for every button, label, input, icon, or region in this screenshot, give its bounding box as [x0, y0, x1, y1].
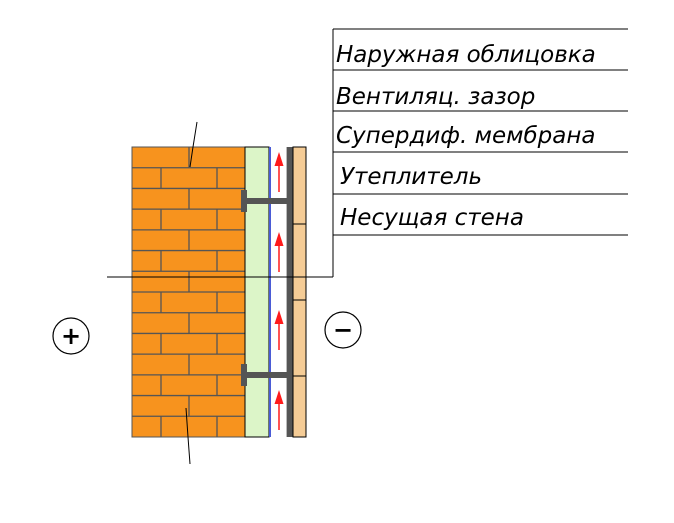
up-arrow-icon: [274, 152, 284, 192]
up-arrow-icon: [274, 232, 284, 272]
bracket-arm: [245, 372, 287, 378]
minus-icon: −: [333, 316, 353, 344]
plus-icon: +: [61, 322, 81, 350]
insulation-layer: [244, 146, 270, 438]
label-load-bearing-wall: Несущая стена: [340, 205, 524, 231]
wall-bracket-upper: [241, 190, 287, 212]
break-line-bottom: [185, 407, 191, 465]
cladding-panel: [292, 146, 307, 438]
minus-circle: [324, 311, 362, 349]
inside-plus-sign: +: [52, 317, 90, 355]
bracket-anchor-plate: [241, 364, 247, 386]
vertical-guide-rail: [287, 147, 293, 437]
up-arrow-icon: [274, 310, 284, 350]
bracket-anchor-plate: [241, 190, 247, 212]
facade-cladding: [292, 146, 307, 438]
plus-circle: [52, 317, 90, 355]
mortar-joints: [132, 147, 245, 437]
label-membrane: Супердиф. мембрана: [336, 123, 595, 149]
break-line-top: [189, 121, 198, 168]
up-arrow-icon: [274, 390, 284, 430]
wall-bracket-lower: [241, 364, 287, 386]
layer-callout: Наружная облицовка Вентиляц. зазор Супер…: [333, 28, 628, 236]
load-bearing-brick-wall: [131, 146, 246, 438]
bracket-arm: [245, 198, 287, 204]
label-insulation: Утеплитель: [340, 164, 482, 190]
airflow-arrows: [274, 152, 284, 430]
label-ventilation-gap: Вентиляц. зазор: [336, 84, 535, 110]
label-outer-cladding: Наружная облицовка: [336, 42, 596, 68]
outside-minus-sign: −: [324, 311, 362, 349]
